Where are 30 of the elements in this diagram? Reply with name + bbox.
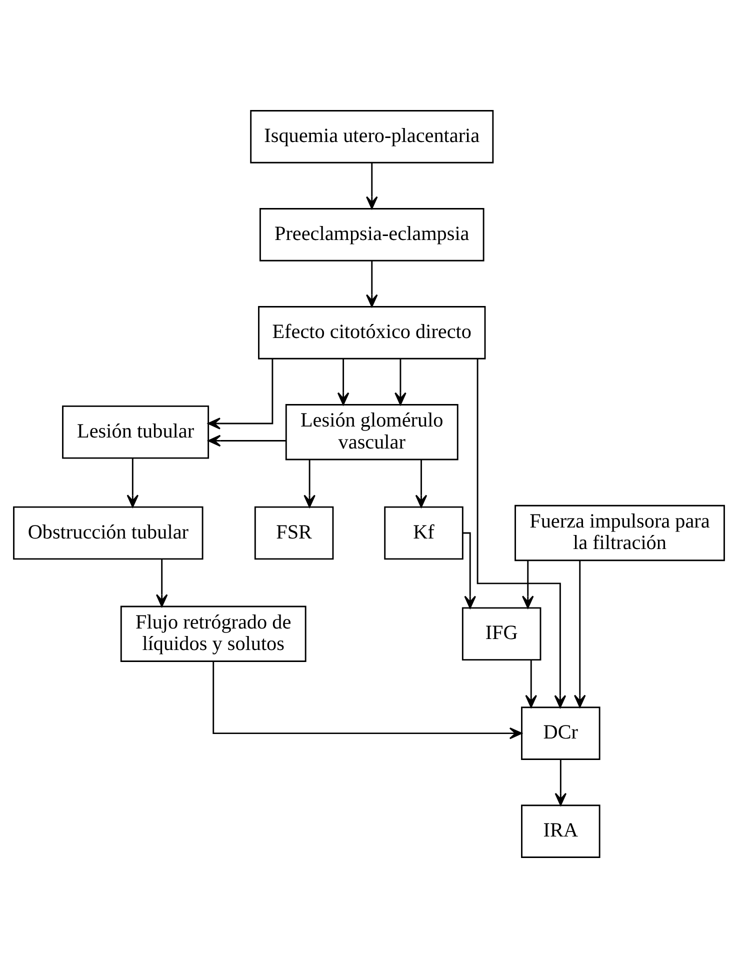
arrow: [554, 760, 567, 806]
node-box: IFG: [462, 607, 542, 661]
arrow: [208, 358, 274, 430]
arrow: [525, 660, 538, 708]
node-box: Lesión glomérulo vascular: [285, 404, 458, 460]
node-box: Efecto citotóxico directo: [258, 306, 486, 360]
arrow: [574, 560, 586, 708]
node-box: Flujo retrógrado de líquidos y solutos: [120, 606, 306, 662]
arrow: [522, 560, 534, 608]
arrow: [156, 558, 168, 607]
node-box: IRA: [521, 804, 600, 858]
arrow: [366, 162, 378, 210]
node-box: FSR: [254, 506, 334, 560]
arrow: [304, 460, 316, 508]
node-box: Obstrucción tubular: [13, 506, 204, 560]
arrow: [208, 434, 286, 447]
arrow: [415, 460, 428, 508]
arrow: [366, 260, 378, 308]
arrow: [476, 359, 566, 708]
node-box: Lesión tubular: [62, 405, 210, 459]
node-box: Kf: [384, 506, 464, 560]
arrow: [337, 358, 350, 406]
node-box: DCr: [521, 706, 600, 760]
node-box: Fuerza impulsora para la filtración: [514, 504, 725, 562]
node-box: Isquemia utero-placentaria: [250, 110, 494, 164]
arrow: [126, 458, 139, 508]
node-box: Preeclampsia-eclampsia: [259, 208, 484, 262]
arrow: [212, 662, 522, 740]
arrow: [394, 358, 406, 406]
arrow: [462, 532, 476, 609]
